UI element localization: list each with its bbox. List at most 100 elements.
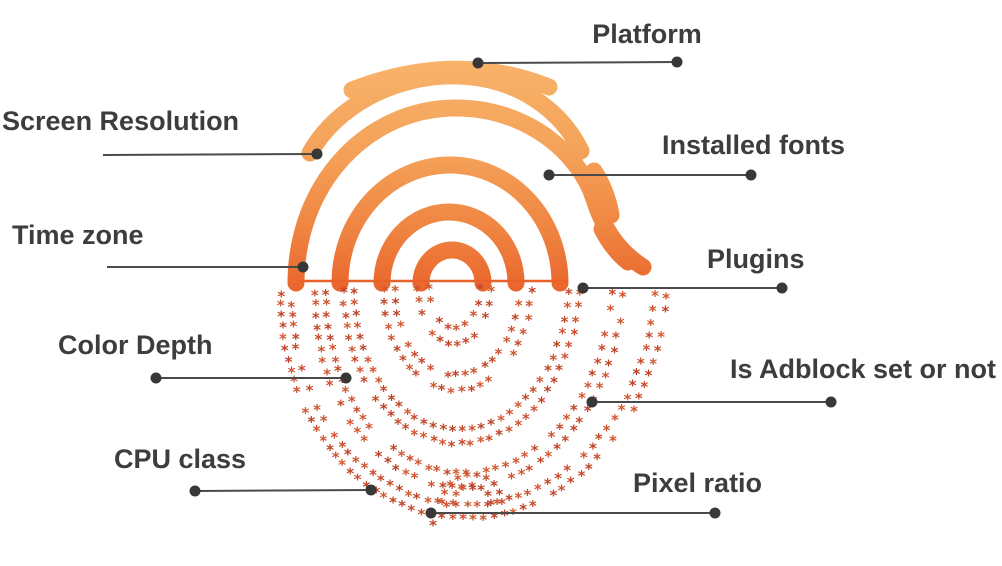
asterisk-glyph: *	[353, 318, 361, 336]
asterisk-glyph: *	[654, 342, 662, 360]
fingerprint-asterisk-pattern: ****************************************…	[277, 280, 670, 534]
asterisk-glyph: *	[596, 379, 604, 397]
asterisk-glyph: *	[339, 297, 347, 315]
asterisk-glyph: *	[482, 471, 490, 489]
asterisk-glyph: *	[425, 461, 433, 479]
asterisk-glyph: *	[323, 365, 331, 383]
asterisk-glyph: *	[410, 411, 418, 429]
asterisk-glyph: *	[570, 422, 578, 440]
asterisk-glyph: *	[322, 286, 330, 304]
asterisk-glyph: *	[589, 440, 597, 458]
asterisk-glyph: *	[514, 398, 522, 416]
asterisk-glyph: *	[406, 361, 414, 379]
asterisk-glyph: *	[322, 308, 330, 326]
asterisk-glyph: *	[505, 491, 513, 509]
asterisk-glyph: *	[515, 297, 523, 315]
asterisk-glyph: *	[484, 497, 492, 515]
asterisk-glyph: *	[629, 377, 637, 395]
asterisk-glyph: *	[637, 355, 645, 373]
asterisk-glyph: *	[477, 433, 485, 451]
asterisk-glyph: *	[346, 464, 354, 482]
asterisk-glyph: *	[475, 297, 483, 315]
asterisk-glyph: *	[448, 437, 456, 455]
asterisk-glyph: *	[444, 320, 452, 338]
asterisk-glyph: *	[343, 319, 351, 337]
asterisk-glyph: *	[413, 282, 421, 300]
asterisk-glyph: *	[387, 407, 395, 425]
asterisk-glyph: *	[514, 336, 522, 354]
asterisk-glyph: *	[470, 364, 478, 382]
asterisk-glyph: *	[398, 497, 406, 515]
asterisk-glyph: *	[350, 285, 358, 303]
asterisk-glyph: *	[553, 440, 561, 458]
asterisk-glyph: *	[387, 331, 395, 349]
fingerprint-arc-ring1	[412, 241, 492, 292]
asterisk-glyph: *	[617, 314, 625, 332]
asterisk-glyph: *	[326, 376, 334, 394]
asterisk-glyph: *	[488, 353, 496, 371]
asterisk-glyph: *	[418, 306, 426, 324]
asterisk-glyph: *	[536, 373, 544, 391]
asterisk-glyph: *	[318, 354, 326, 372]
asterisk-glyph: *	[538, 393, 546, 411]
asterisk-glyph: *	[510, 346, 518, 364]
asterisk-glyph: *	[285, 353, 293, 371]
asterisk-glyph: *	[618, 401, 626, 419]
asterisk-glyph: *	[482, 464, 490, 482]
asterisk-glyph: *	[317, 343, 325, 361]
asterisk-glyph: *	[495, 485, 503, 503]
asterisk-glyph: *	[514, 416, 522, 434]
asterisk-glyph: *	[525, 462, 533, 480]
callout-dot-installed-fonts-start	[543, 169, 555, 181]
asterisk-glyph: *	[420, 415, 428, 433]
asterisk-glyph: *	[495, 426, 503, 444]
asterisk-glyph: *	[619, 288, 627, 306]
asterisk-glyph: *	[399, 351, 407, 369]
asterisk-glyph: *	[312, 296, 320, 314]
asterisk-glyph: *	[301, 404, 309, 422]
asterisk-glyph: *	[391, 282, 399, 300]
callout-dot-color-depth-start	[340, 372, 352, 384]
callout-dot-installed-fonts-end	[745, 169, 757, 181]
asterisk-glyph: *	[565, 285, 573, 303]
asterisk-glyph: *	[277, 297, 285, 315]
asterisk-glyph: *	[490, 477, 498, 495]
asterisk-glyph: *	[553, 337, 561, 355]
asterisk-glyph: *	[523, 486, 531, 504]
asterisk-glyph: *	[443, 465, 451, 483]
asterisk-glyph: *	[446, 477, 454, 495]
asterisk-glyph: *	[530, 402, 538, 420]
asterisk-glyph: *	[463, 468, 471, 486]
asterisk-glyph: *	[375, 374, 383, 392]
asterisk-glyph: *	[404, 338, 412, 356]
asterisk-glyph: *	[555, 361, 563, 379]
asterisk-glyph: *	[380, 283, 388, 301]
asterisk-glyph: *	[414, 456, 422, 474]
fingerprint-arc-right-segment-b	[593, 220, 637, 271]
asterisk-glyph: *	[277, 308, 285, 326]
asterisk-glyph: *	[439, 421, 447, 439]
asterisk-glyph: *	[360, 432, 368, 450]
asterisk-glyph: *	[411, 348, 419, 366]
asterisk-glyph: *	[329, 341, 337, 359]
callout-dot-adblock-start	[586, 396, 598, 408]
asterisk-glyph: *	[464, 497, 472, 515]
asterisk-glyph: *	[372, 392, 380, 410]
asterisk-glyph: *	[279, 319, 287, 337]
asterisk-glyph: *	[487, 496, 495, 514]
asterisk-glyph: *	[519, 325, 527, 343]
asterisk-glyph: *	[642, 341, 650, 359]
asterisk-glyph: *	[388, 391, 396, 409]
asterisk-glyph: *	[394, 415, 402, 433]
asterisk-glyph: *	[364, 353, 372, 371]
asterisk-glyph: *	[473, 498, 481, 516]
asterisk-glyph: *	[427, 477, 435, 495]
asterisk-glyph: *	[521, 448, 529, 466]
asterisk-glyph: *	[412, 367, 420, 385]
asterisk-glyph: *	[293, 383, 301, 401]
asterisk-glyph: *	[565, 338, 573, 356]
asterisk-glyph: *	[635, 389, 643, 407]
asterisk-glyph: *	[353, 403, 361, 421]
asterisk-glyph: *	[353, 424, 361, 442]
